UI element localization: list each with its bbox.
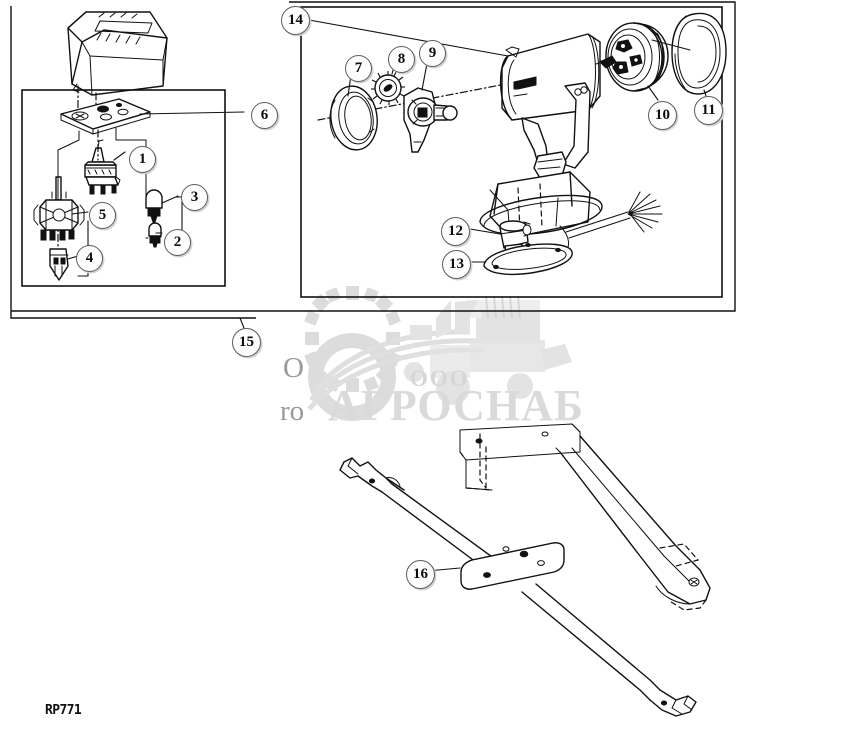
callout-15[interactable]: 15: [232, 328, 261, 357]
lamp-socket-bracket: [403, 87, 458, 153]
callout-13[interactable]: 13: [442, 250, 471, 279]
callout-5[interactable]: 5: [89, 202, 116, 229]
ghost-text-line2: ro: [280, 395, 305, 427]
callout-7[interactable]: 7: [345, 55, 372, 82]
knurled-nut: [371, 71, 405, 105]
lead-14: [297, 17, 509, 57]
outer-assembly-box: [10, 6, 256, 319]
switch-group-box: [21, 89, 226, 287]
combine-harvester-icon: [404, 295, 572, 405]
lead-3: [161, 195, 179, 204]
toggle-switch: [84, 139, 121, 195]
switch-boot: [49, 248, 69, 281]
lead-5: [71, 211, 89, 215]
callout-2[interactable]: 2: [164, 229, 191, 256]
lead-15: [239, 317, 245, 329]
callout-10[interactable]: 10: [648, 101, 677, 130]
lamp-trim-ring: [651, 12, 727, 95]
watermark-small-text: ООО: [410, 366, 470, 391]
callout-3[interactable]: 3: [181, 184, 208, 211]
lamp-assembly-box-outer: [11, 1, 736, 312]
lamp-bulb-small: [148, 222, 162, 248]
lamp-assembly-box-inner: [300, 6, 723, 298]
callout-11[interactable]: 11: [694, 96, 723, 125]
watermark-main-text: АГРОСНАБ: [328, 381, 584, 430]
lead-5b: [77, 220, 89, 277]
callout-14[interactable]: 14: [281, 6, 310, 35]
console-cover-drawing: [67, 11, 168, 96]
callout-4[interactable]: 4: [76, 245, 103, 272]
sealed-beam-lamp: [595, 22, 669, 92]
figure-code: RP771: [45, 703, 82, 718]
lead-1: [113, 151, 126, 161]
lift-link-assembly: [339, 423, 711, 717]
callout-9[interactable]: 9: [419, 40, 446, 67]
rotary-switch: [33, 176, 85, 241]
callout-12[interactable]: 12: [441, 217, 470, 246]
callout-8[interactable]: 8: [388, 46, 415, 73]
lead-6: [139, 111, 245, 115]
base-gasket: [483, 243, 573, 276]
wire-frayed-end: [627, 191, 663, 233]
lead-12: [463, 227, 501, 235]
panel-borders: [10, 1, 736, 319]
bulb-kit: [145, 189, 189, 248]
lead-10: [647, 85, 659, 101]
lead-11: [703, 89, 707, 97]
lens-retainer-ring: [329, 85, 378, 151]
callout-1[interactable]: 1: [129, 146, 156, 173]
ghost-text-line1: O: [283, 352, 304, 384]
callout-6[interactable]: 6: [251, 102, 278, 129]
switch-mounting-plate: [60, 98, 151, 135]
callout-16[interactable]: 16: [406, 560, 435, 589]
lamp-bulb-large: [145, 189, 163, 223]
